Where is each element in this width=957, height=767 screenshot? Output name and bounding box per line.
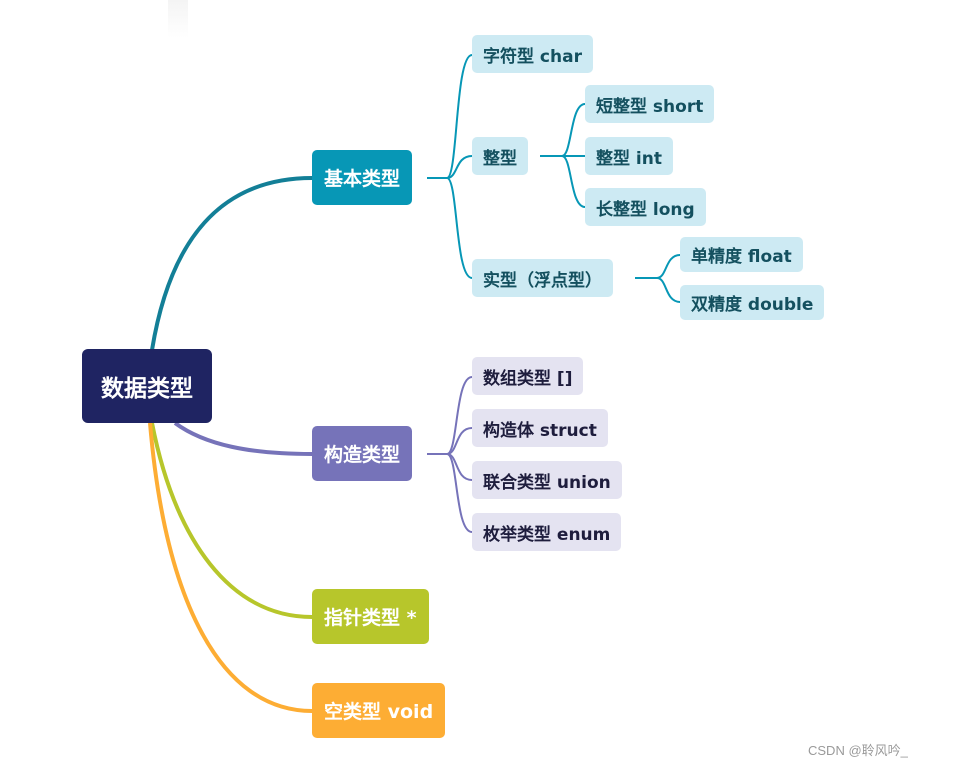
- node-label: 数组类型 []: [483, 368, 573, 389]
- node-label: 实型（浮点型）: [483, 270, 602, 291]
- node-struct[interactable]: 构造体 struct: [472, 409, 608, 447]
- node-label: 短整型 short: [596, 96, 704, 117]
- node-label: 整型 int: [596, 148, 662, 169]
- connector-basic-char: [427, 54, 473, 179]
- connector-real-double: [635, 277, 681, 303]
- node-label: 枚举类型 enum: [483, 524, 611, 545]
- connector-construct-union: [427, 453, 473, 481]
- connector-root-void: [148, 422, 313, 713]
- branch-void-type[interactable]: 空类型 void: [312, 683, 446, 738]
- connector-construct-enum: [427, 453, 473, 533]
- node-label: 长整型 long: [596, 199, 695, 220]
- connector-construct-struct: [427, 427, 473, 455]
- node-label: 双精度 double: [691, 295, 814, 315]
- branch-label: 空类型 void: [324, 701, 434, 723]
- node-label: 整型: [483, 148, 517, 169]
- connector-root-pointer: [150, 422, 313, 619]
- connector-root-basic: [150, 176, 313, 351]
- branch-label: 构造类型: [324, 444, 401, 466]
- node-double[interactable]: 双精度 double: [680, 285, 825, 320]
- node-label: 联合类型 union: [483, 472, 611, 493]
- root-node[interactable]: 数据类型: [82, 349, 212, 423]
- node-label: 字符型 char: [483, 46, 582, 67]
- watermark: CSDN @聆风吟_: [808, 743, 908, 758]
- node-label: 单精度 float: [691, 247, 792, 267]
- branch-construct-types[interactable]: 构造类型: [312, 426, 413, 481]
- background-shade: [168, 0, 188, 38]
- node-short[interactable]: 短整型 short: [585, 85, 715, 123]
- node-label: 构造体 struct: [483, 420, 597, 441]
- connector-real-float: [635, 254, 681, 279]
- node-char[interactable]: 字符型 char: [472, 35, 593, 73]
- node-real[interactable]: 实型（浮点型）: [472, 259, 613, 297]
- connector-int-long: [540, 155, 586, 208]
- node-long[interactable]: 长整型 long: [585, 188, 706, 226]
- node-int[interactable]: 整型 int: [585, 137, 673, 175]
- node-float[interactable]: 单精度 float: [680, 237, 803, 272]
- branch-label: 基本类型: [324, 168, 401, 190]
- node-integer[interactable]: 整型: [472, 137, 528, 175]
- node-array[interactable]: 数组类型 []: [472, 357, 584, 395]
- connector-int-short: [540, 103, 586, 157]
- connector-root-construct: [173, 421, 313, 456]
- connector-basic-real: [427, 177, 473, 279]
- root-label: 数据类型: [101, 376, 193, 402]
- branch-pointer-type[interactable]: 指针类型 *: [312, 589, 429, 644]
- branch-basic-types[interactable]: 基本类型: [312, 150, 413, 205]
- branch-label: 指针类型 *: [324, 607, 417, 629]
- connector-construct-array: [427, 376, 473, 455]
- node-union[interactable]: 联合类型 union: [472, 461, 622, 499]
- node-enum[interactable]: 枚举类型 enum: [472, 513, 622, 551]
